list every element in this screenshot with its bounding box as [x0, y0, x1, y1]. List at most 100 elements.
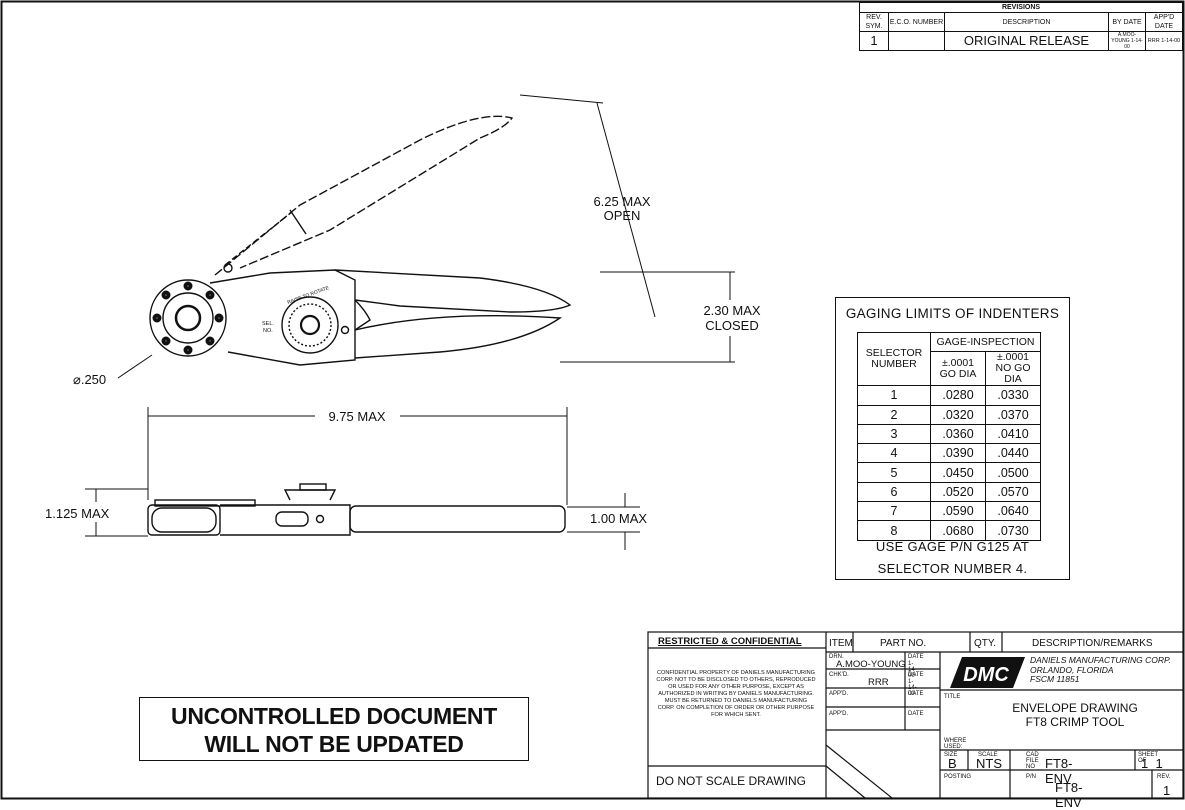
- drn-date-value: 1-14-00: [908, 661, 917, 679]
- description-value: ORIGINAL RELEASE: [944, 31, 1109, 51]
- revisions-table: REVISIONS REV. SYM. E.C.O. NUMBER DESCRI…: [859, 2, 1183, 51]
- eco-header: E.C.O. NUMBER: [888, 12, 945, 32]
- selector-cell: 7: [857, 501, 931, 522]
- posting-label: POSTING: [944, 774, 972, 780]
- table-row: 2.0320.0370: [857, 404, 1041, 425]
- side-head: [147, 504, 221, 536]
- eco-value: [888, 31, 945, 51]
- title-block-lines: [647, 631, 1184, 799]
- description-remarks-header: DESCRIPTION/REMARKS: [1032, 638, 1153, 649]
- chkd-date-value: 1-14-00: [908, 679, 917, 697]
- dmc-logo-text: DMC: [963, 664, 1009, 686]
- drawing-title-line2: FT8 CRIMP TOOL: [1025, 715, 1125, 729]
- nogo-cell: .0570: [985, 481, 1041, 503]
- cad-file-label: CAD FILE NO: [1026, 752, 1039, 770]
- uncontrolled-line1: UNCONTROLLED DOCUMENT: [171, 703, 497, 729]
- dim-height-right: 1.00 MAX: [590, 511, 647, 526]
- go-cell: .0590: [930, 501, 986, 522]
- item-header: ITEM: [829, 638, 853, 649]
- selector-cell: 6: [857, 481, 931, 503]
- scale-value: NTS: [976, 756, 1002, 771]
- nogo-cell: .0730: [985, 520, 1041, 541]
- uncontrolled-stamp: UNCONTROLLED DOCUMENT WILL NOT BE UPDATE…: [139, 697, 529, 761]
- scale-label: SCALE: [978, 752, 998, 758]
- drn-label: DRN.: [829, 654, 844, 660]
- rev-value: 1: [1163, 783, 1171, 798]
- dim-diameter: ⌀.250: [73, 372, 106, 387]
- table-row: 4.0390.0440: [857, 443, 1041, 464]
- gaging-note-line1: USE GAGE P/N G125 AT: [875, 539, 1030, 554]
- nogo-cell: .0370: [985, 404, 1041, 425]
- tool-head: [149, 279, 227, 357]
- chkd-value: RRR: [868, 677, 889, 688]
- table-row: 5.0450.0500: [857, 462, 1041, 483]
- nogo-cell: .0410: [985, 423, 1041, 445]
- side-handle: [349, 505, 566, 533]
- table-row: 7.0590.0640: [857, 501, 1041, 522]
- appd2-label: APP'D.: [829, 711, 849, 717]
- gaging-table: SELECTOR NUMBER GAGE-INSPECTION ±.0001 G…: [857, 331, 1041, 541]
- selector-cell: 4: [857, 443, 931, 464]
- dimension-lines-top: [117, 94, 735, 379]
- dmc-logo: DMC: [950, 657, 1025, 688]
- appd-label: APP'D.: [829, 691, 849, 697]
- nogo-cell: .0330: [985, 385, 1041, 406]
- head-holes: [152, 281, 224, 355]
- dim-closed-sub: CLOSED: [705, 318, 758, 333]
- pn-value: FT8-ENV: [1055, 780, 1083, 810]
- qty-header: QTY.: [974, 638, 997, 649]
- appd2-date-label: DATE: [908, 711, 924, 717]
- dim-height-left: 1.125 MAX: [45, 506, 110, 521]
- dim-closed: 2.30 MAX: [703, 303, 760, 318]
- drn-value: A.MOO-YOUNG: [836, 659, 906, 670]
- rev-value: 1: [859, 31, 889, 51]
- tool-frame: [209, 269, 356, 366]
- appd-date-label: DATE: [908, 691, 924, 697]
- by-date-value: A.MOO-YOUNG 1-14-00: [1108, 31, 1146, 51]
- size-value: B: [948, 756, 957, 771]
- rev-label: REV.: [1157, 774, 1171, 780]
- rev-sym-header: REV. SYM.: [859, 12, 889, 32]
- closed-handle: [354, 315, 563, 359]
- title-label: TITLE: [944, 694, 961, 700]
- selector-cell: 5: [857, 462, 931, 483]
- nogo-cell: .0640: [985, 501, 1041, 522]
- gaging-note-line2: SELECTOR NUMBER 4.: [877, 561, 1028, 576]
- dial-label-no: NO.: [263, 328, 273, 334]
- go-cell: .0320: [930, 404, 986, 425]
- dim-open: 6.25 MAX: [593, 194, 650, 209]
- gaging-note: USE GAGE P/N G125 AT SELECTOR NUMBER 4.: [836, 536, 1069, 580]
- chkd-label: CHK'D.: [829, 672, 849, 678]
- table-row: 6.0520.0570: [857, 481, 1041, 503]
- part-no-header: PART NO.: [880, 638, 927, 649]
- gaging-title: GAGING LIMITS OF INDENTERS: [845, 306, 1060, 321]
- appd-date-value: RRR 1-14-00: [1145, 31, 1183, 51]
- table-row: 1.0280.0330: [857, 385, 1041, 406]
- side-dial: [283, 489, 337, 501]
- description-header: DESCRIPTION: [944, 12, 1109, 32]
- tool-top-view: [149, 115, 572, 366]
- gaging-limits-panel: GAGING LIMITS OF INDENTERS SELECTOR NUMB…: [835, 297, 1070, 580]
- drawing-title: ENVELOPE DRAWING FT8 CRIMP TOOL: [990, 701, 1160, 729]
- pn-label: P/N: [1026, 774, 1037, 780]
- selector-cell: 3: [857, 423, 931, 445]
- by-date-header: BY DATE: [1108, 12, 1146, 32]
- table-row: 8.0680.0730: [857, 520, 1041, 541]
- company-location: ORLANDO, FLORIDA: [1030, 664, 1114, 675]
- tool-side-view: [147, 483, 566, 536]
- where-used-label: WHERE USED:: [944, 738, 967, 750]
- dim-open-sub: OPEN: [604, 208, 641, 223]
- go-cell: .0520: [930, 481, 986, 503]
- sheet-of-value: 1 1: [1141, 756, 1163, 771]
- open-handle-phantom: [214, 115, 514, 276]
- dim-length: 9.75 MAX: [328, 409, 385, 424]
- restricted-label: RESTRICTED & CONFIDENTIAL: [658, 636, 802, 647]
- go-cell: .0390: [930, 443, 986, 464]
- chkd-date-label: DATE: [908, 672, 924, 678]
- nogo-cell: .0500: [985, 462, 1041, 483]
- company-name: DANIELS MANUFACTURING CORP.: [1030, 655, 1171, 665]
- do-not-scale-label: DO NOT SCALE DRAWING: [656, 774, 807, 788]
